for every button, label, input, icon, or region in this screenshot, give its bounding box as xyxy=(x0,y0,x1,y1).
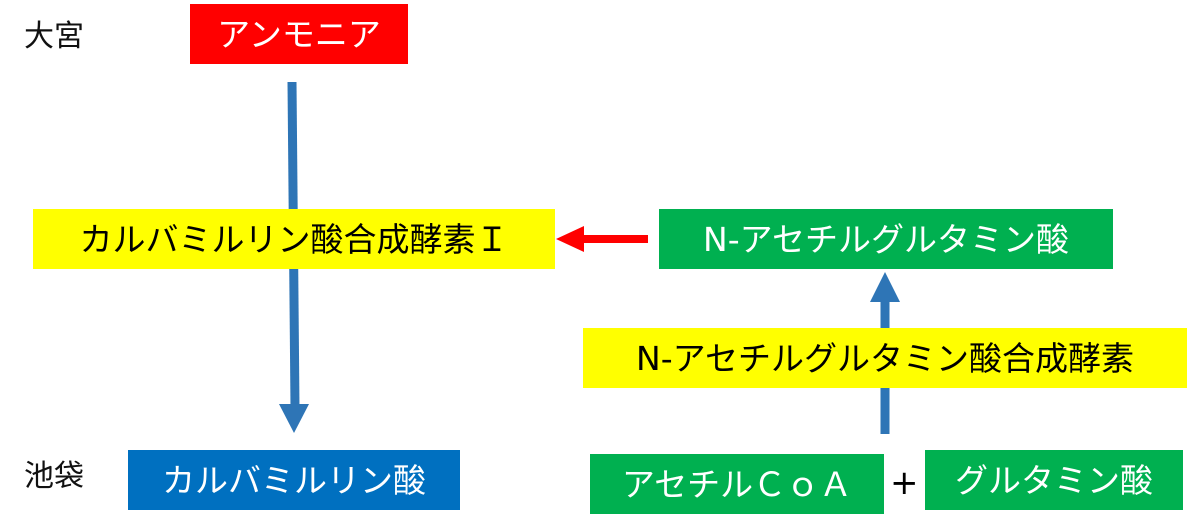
node-ammonia-label: アンモニア xyxy=(217,14,381,54)
node-nags-enzyme-label: N-アセチルグルタミン酸合成酵素 xyxy=(636,338,1134,378)
station-label-bottom: 池袋 xyxy=(24,459,84,494)
node-cps1-enzyme: カルバミルリン酸合成酵素Ｉ xyxy=(33,209,555,269)
node-acetyl-coa: アセチルＣｏＡ xyxy=(590,454,884,514)
arrow-ammonia-to-carbamoyl-head xyxy=(279,404,309,433)
node-cps1-enzyme-label: カルバミルリン酸合成酵素Ｉ xyxy=(79,219,509,259)
node-nags-enzyme: N-アセチルグルタミン酸合成酵素 xyxy=(583,328,1187,388)
node-n-acetylglutamate-label: N-アセチルグルタミン酸 xyxy=(703,219,1069,259)
node-carbamoyl-phosphate-label: カルバミルリン酸 xyxy=(162,460,426,500)
arrow-substrates-to-nag-head xyxy=(870,272,900,302)
node-glutamate-label: グルタミン酸 xyxy=(955,460,1153,500)
plus-sign: + xyxy=(890,463,919,503)
node-ammonia: アンモニア xyxy=(190,4,408,64)
station-label-top: 大宮 xyxy=(24,19,84,54)
node-acetyl-coa-label: アセチルＣｏＡ xyxy=(621,464,853,504)
node-carbamoyl-phosphate: カルバミルリン酸 xyxy=(128,450,460,510)
arrow-nag-to-cps1-head xyxy=(556,226,584,252)
node-n-acetylglutamate: N-アセチルグルタミン酸 xyxy=(659,209,1113,269)
node-glutamate: グルタミン酸 xyxy=(925,450,1183,510)
